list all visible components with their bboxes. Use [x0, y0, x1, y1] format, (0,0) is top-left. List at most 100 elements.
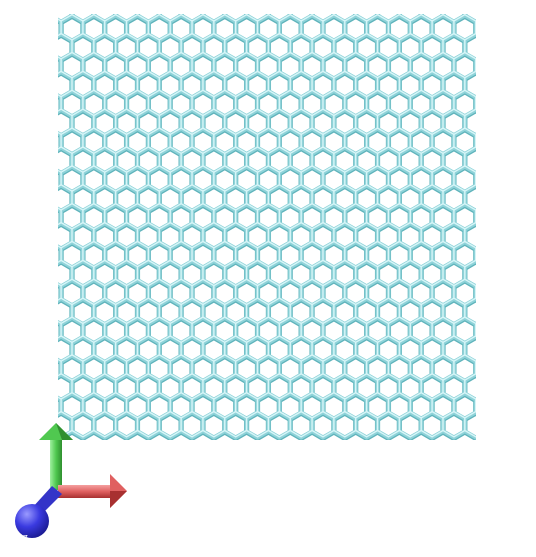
carbon-bond — [267, 32, 281, 41]
carbon-bond — [376, 108, 390, 117]
carbon-bond — [355, 240, 368, 249]
carbon-bond — [398, 108, 411, 117]
carbon-bond — [180, 14, 193, 22]
carbon-bond — [322, 410, 335, 419]
carbon-bond — [58, 373, 62, 377]
carbon-bond — [344, 297, 357, 306]
carbon-bond — [365, 410, 379, 419]
carbon-bond — [93, 240, 106, 249]
carbon-bond — [234, 240, 248, 249]
carbon-bond — [322, 373, 335, 381]
carbon-bond — [431, 278, 444, 287]
carbon-bond — [93, 316, 106, 325]
carbon-bond — [256, 127, 270, 136]
carbon-bond — [82, 259, 95, 268]
carbon-bond — [398, 240, 411, 249]
carbon-bond — [398, 297, 411, 306]
carbon-bond — [409, 51, 422, 60]
carbon-bond — [93, 108, 106, 117]
carbon-bond — [398, 32, 411, 41]
carbon-bond — [409, 165, 422, 173]
carbon-bond — [431, 184, 444, 192]
carbon-bond — [202, 202, 215, 211]
carbon-bond — [431, 373, 444, 381]
carbon-bond — [300, 32, 313, 41]
carbon-bond — [355, 127, 368, 136]
carbon-bond — [256, 165, 270, 173]
carbon-bond — [442, 259, 455, 268]
carbon-bond — [333, 184, 346, 192]
carbon-bond — [104, 392, 117, 400]
carbon-bond — [180, 392, 193, 400]
carbon-bond — [453, 32, 466, 41]
carbon-bond — [104, 14, 117, 22]
carbon-bond — [147, 51, 160, 60]
carbon-bond — [278, 70, 291, 79]
carbon-bond — [224, 202, 237, 211]
carbon-bond — [322, 165, 335, 173]
carbon-bond — [267, 259, 281, 268]
carbon-bond — [278, 316, 291, 325]
carbon-bond — [71, 127, 84, 136]
carbon-bond — [267, 51, 281, 60]
carbon-bond — [147, 410, 160, 419]
carbon-bond — [93, 373, 106, 381]
carbon-bond — [60, 221, 73, 230]
carbon-bond — [387, 127, 401, 136]
carbon-bond — [234, 146, 248, 155]
carbon-bond — [355, 429, 368, 438]
carbon-bond — [169, 278, 182, 287]
carbon-bond — [147, 184, 160, 192]
carbon-bond — [136, 373, 150, 381]
carbon-bond — [136, 240, 150, 249]
carbon-bond — [387, 51, 401, 60]
carbon-bond — [114, 373, 128, 381]
carbon-bond — [213, 221, 226, 230]
carbon-bond — [213, 89, 226, 98]
carbon-bond — [245, 278, 259, 287]
carbon-bond — [202, 127, 215, 136]
carbon-bond — [234, 51, 248, 60]
carbon-bond — [60, 259, 73, 268]
carbon-bond — [376, 127, 390, 136]
carbon-bond — [355, 373, 368, 381]
carbon-bond — [114, 184, 128, 192]
carbon-bond — [442, 221, 455, 230]
carbon-bond — [234, 202, 248, 211]
carbon-bond — [191, 221, 204, 230]
carbon-bond — [311, 108, 324, 117]
carbon-bond — [71, 221, 84, 230]
carbon-bond — [104, 32, 117, 41]
carbon-bond — [158, 410, 171, 419]
carbon-bond — [71, 70, 84, 79]
carbon-bond — [300, 146, 313, 155]
carbon-bond — [398, 202, 411, 211]
carbon-bond — [169, 202, 182, 211]
carbon-bond — [267, 354, 281, 362]
carbon-bond — [409, 354, 422, 362]
carbon-bond — [300, 259, 313, 268]
carbon-bond — [365, 392, 379, 400]
carbon-bond — [125, 165, 139, 173]
carbon-bond — [125, 316, 139, 325]
carbon-bond — [267, 240, 281, 249]
carbon-bond — [71, 429, 84, 438]
carbon-bond — [93, 127, 106, 136]
carbon-bond — [125, 259, 139, 268]
carbon-bond — [311, 429, 324, 438]
carbon-bond — [60, 297, 73, 306]
carbon-bond — [245, 184, 259, 192]
carbon-bond — [245, 165, 259, 173]
carbon-bond — [71, 32, 84, 41]
carbon-bond — [213, 146, 226, 155]
carbon-bond — [365, 14, 379, 22]
carbon-bond — [147, 335, 160, 343]
carbon-bond — [180, 127, 193, 136]
carbon-bond — [420, 373, 433, 381]
carbon-bond — [300, 14, 313, 22]
carbon-bond — [147, 373, 160, 381]
carbon-bond — [180, 202, 193, 211]
carbon-bond — [333, 108, 346, 117]
carbon-bond — [267, 316, 281, 325]
